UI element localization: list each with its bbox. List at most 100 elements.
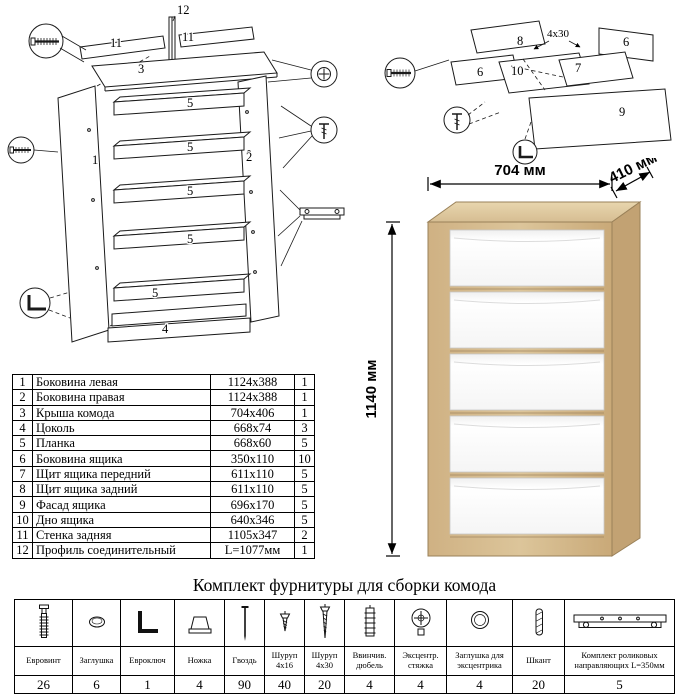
drawer-front: [449, 229, 605, 287]
hardware-item: Заглушка для эксцентрика 4: [447, 600, 513, 693]
label-plank: 5: [187, 96, 193, 110]
hardware-item-name: Ножка: [175, 647, 224, 676]
callout-phillips-screw-head: [267, 59, 338, 88]
hardware-table: Евровинт 26 Заглушка 6 Евроключ 1 Ножка …: [14, 599, 675, 694]
part-number: 5: [12, 435, 33, 452]
label-plank: 5: [187, 232, 193, 246]
hardware-item: Комплект роликовых направляющих L=350мм …: [565, 600, 674, 693]
label-back-panel-left: 11: [110, 36, 122, 50]
hardware-item: Евровинт 26: [15, 600, 73, 693]
parts-table: 1 Боковина левая 1124x388 1 2 Боковина п…: [12, 373, 315, 559]
hardware-item-qty: 26: [37, 676, 50, 692]
label-back-panel-right: 11: [182, 30, 194, 44]
hardware-item-qty: 6: [93, 676, 100, 692]
label-plank: 5: [187, 140, 193, 154]
label-plank: 5: [187, 184, 193, 198]
part-number: 10: [12, 511, 33, 528]
label-plank: 5: [152, 286, 158, 300]
part-number: 12: [12, 542, 33, 559]
part-number: 4: [12, 419, 33, 437]
callout-screw: [443, 101, 502, 134]
drawer-front: [449, 353, 605, 411]
callout-drawer-slide: [277, 189, 345, 267]
table-row: 4 Цоколь 668x74 3: [12, 419, 315, 437]
hardware-item-name: Евроключ: [121, 647, 174, 676]
table-row: 11 Стенка задняя 1105x347 2: [12, 526, 315, 544]
part-size: 611x110: [210, 465, 295, 483]
part-drawer-facade: [528, 88, 672, 150]
table-row: 12 Профиль соединительный L=1077мм 1: [12, 542, 315, 559]
drawer-seams: [450, 288, 604, 538]
part-name: Боковина левая: [32, 373, 211, 391]
hardware-item-qty: 4: [476, 676, 483, 692]
part-size: 350x110: [210, 450, 295, 467]
hardware-item: Ножка 4: [175, 600, 225, 693]
hardware-item-name: Шуруп 4х30: [305, 647, 344, 676]
width-dimension: 704 мм: [494, 162, 545, 179]
part-name: Стенка задняя: [32, 526, 211, 544]
drawer-assembly-diagram: 8 4x30 6 6 10 7 9: [384, 20, 672, 165]
table-row: 2 Боковина правая 1124x388 1: [12, 389, 315, 406]
frame-assembly-diagram: 12 11 11 3 1 2 5 5 5 5 5 4: [7, 2, 345, 343]
part-name: Дно ящика: [32, 511, 211, 528]
drawer-front: [449, 477, 605, 535]
hardware-item-qty: 90: [238, 676, 251, 692]
part-name: Планка: [32, 435, 211, 452]
screw-size-arrows: [533, 40, 581, 50]
hardware-item-qty: 20: [532, 676, 545, 692]
wood-dowel-icon: [513, 600, 564, 647]
dresser-top-face: [426, 201, 642, 223]
hardware-item-name: Заглушка для эксцентрика: [447, 647, 512, 676]
label-drawer-back: 8: [517, 34, 523, 48]
part-number: 8: [12, 481, 33, 498]
dresser-right-side: [611, 201, 641, 557]
part-size: 1124x388: [210, 389, 295, 406]
nail-icon: [225, 600, 264, 647]
cap-icon: [73, 600, 120, 647]
part-qty: 1: [294, 404, 315, 421]
hardware-item-qty: 4: [196, 676, 203, 692]
part-number: 2: [12, 389, 33, 406]
part-name: Профиль соединительный: [32, 542, 211, 559]
part-qty: 10: [294, 450, 315, 467]
label-connector-profile: 12: [177, 3, 190, 17]
product-render: 1140 мм 704 мм 410 мм: [363, 158, 660, 557]
height-dimension: 1140 мм: [363, 360, 380, 419]
part-qty: 3: [294, 419, 315, 437]
hardware-item-name: Гвоздь: [225, 647, 264, 676]
part-size: 704x406: [210, 404, 295, 421]
part-name: Цоколь: [32, 419, 211, 437]
callout-hexkey: [512, 121, 538, 165]
part-left-side-panel: [57, 85, 110, 343]
hardware-item-qty: 5: [616, 676, 623, 692]
table-row: 1 Боковина левая 1124x388 1: [12, 373, 315, 391]
table-row: 5 Планка 668x60 5: [12, 435, 315, 452]
hardware-item: Шкант 20: [513, 600, 565, 693]
hardware-item-qty: 4: [366, 676, 373, 692]
label-screw-size: 4x30: [547, 28, 570, 40]
part-qty: 5: [294, 511, 315, 528]
screw-short-icon: [265, 600, 304, 647]
part-number: 6: [12, 450, 33, 467]
hardware-item: Гвоздь 90: [225, 600, 265, 693]
part-qty: 1: [294, 542, 315, 559]
part-name: Боковина ящика: [32, 450, 211, 467]
part-drawer-back: [470, 20, 546, 54]
dresser-render: [426, 201, 642, 557]
label-drawer-bottom: 10: [511, 64, 524, 78]
label-right-side: 2: [246, 150, 252, 164]
hardware-item: Шуруп 4х30 20: [305, 600, 345, 693]
hardware-item: Эксцентр. стяжка 4: [395, 600, 447, 693]
hardware-kit-title: Комплект фурнитуры для сборки комода: [192, 575, 497, 595]
hardware-item-name: Заглушка: [73, 647, 120, 676]
callout-screw: [278, 105, 338, 169]
table-row: 3 Крыша комода 704x406 1: [12, 404, 315, 421]
hardware-item-name: Ввинчив. дюбель: [345, 647, 394, 676]
label-drawer-side-left: 6: [477, 65, 483, 79]
part-size: 611x110: [210, 481, 295, 498]
part-qty: 5: [294, 496, 315, 513]
table-row: 9 Фасад ящика 696x170 5: [12, 496, 315, 513]
hardware-item: Ввинчив. дюбель 4: [345, 600, 395, 693]
part-number: 9: [12, 496, 33, 513]
part-number: 1: [12, 373, 33, 391]
